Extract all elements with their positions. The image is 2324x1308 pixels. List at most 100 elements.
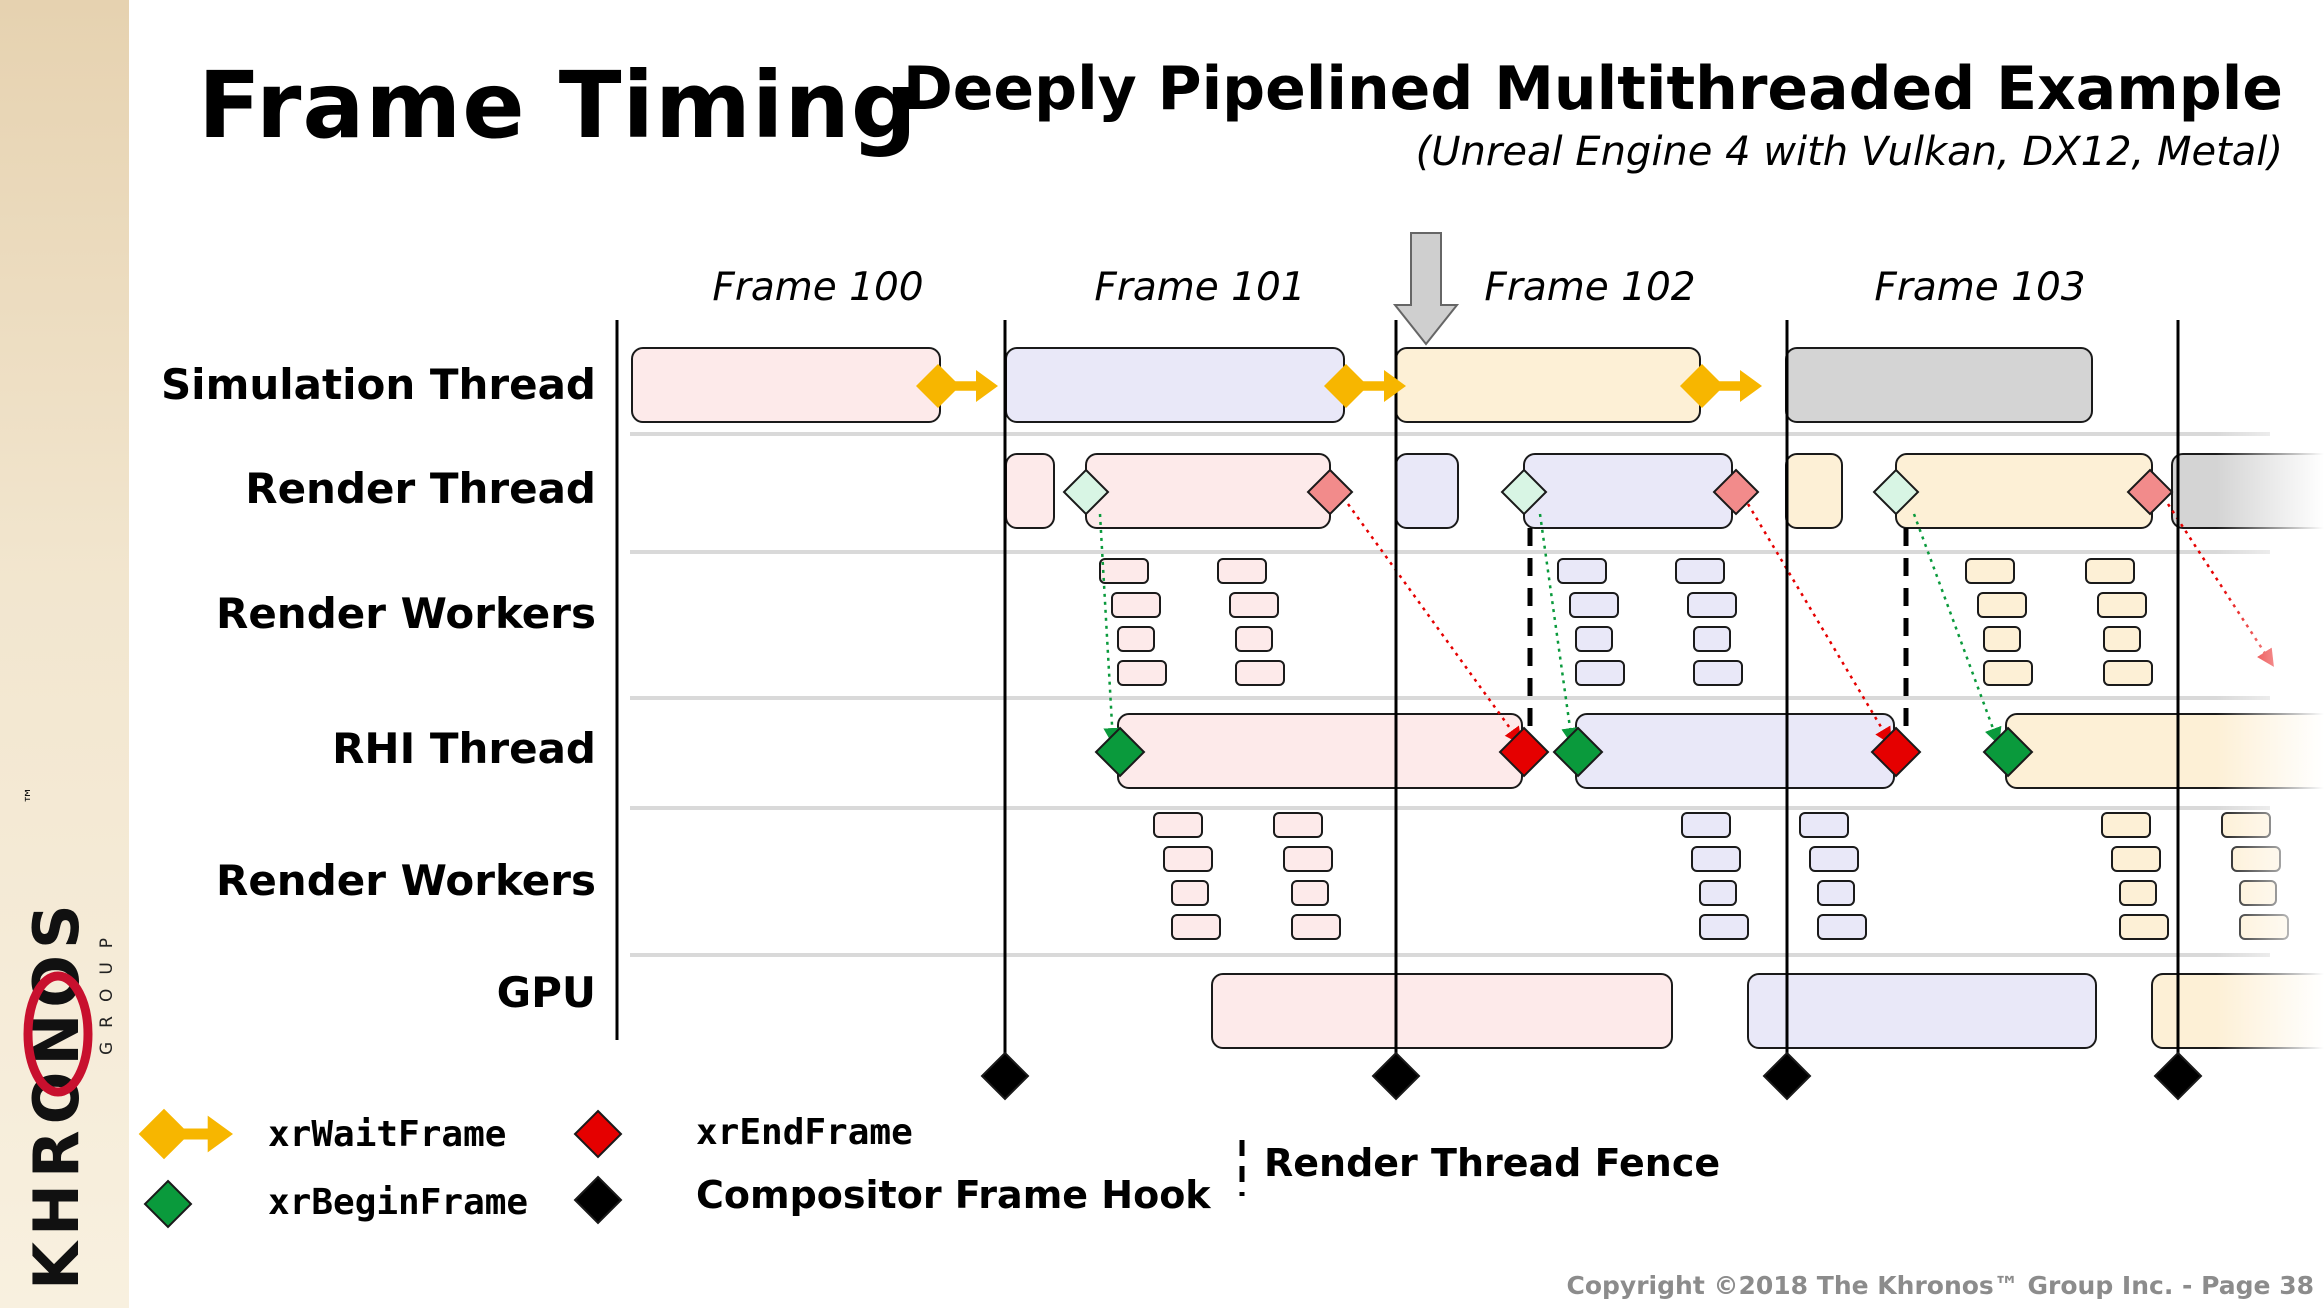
worker-task-bar bbox=[1569, 592, 1619, 618]
compositor-hook-marker bbox=[1371, 1051, 1421, 1101]
worker-task-bar bbox=[1809, 846, 1859, 872]
worker-task-bar bbox=[1229, 592, 1279, 618]
render-bar-stub-100 bbox=[1005, 453, 1055, 529]
begin-frame-dependency-arrow bbox=[1912, 513, 2002, 746]
rhi-bar-frame-101 bbox=[1575, 713, 1895, 789]
worker-task-bar bbox=[1691, 846, 1741, 872]
row-label-gpu: GPU bbox=[497, 968, 596, 1017]
render-bar-frame-100 bbox=[1085, 453, 1331, 529]
sim-bar-frame-100 bbox=[631, 347, 941, 423]
gpu-bar-frame-100 bbox=[1211, 973, 1673, 1049]
worker-task-bar bbox=[2103, 660, 2153, 686]
end-frame-light-marker bbox=[1306, 468, 1354, 516]
frame-label-103: Frame 103 bbox=[1874, 265, 2085, 310]
dependency-arrows bbox=[1098, 503, 2274, 746]
worker-task-bar bbox=[1977, 592, 2027, 618]
worker-task-bar bbox=[1675, 558, 1725, 584]
worker-task-bar bbox=[1699, 880, 1737, 906]
legend-end-frame-label: xrEndFrame bbox=[696, 1112, 913, 1153]
worker-task-bar bbox=[1817, 914, 1867, 940]
worker-task-bar bbox=[1171, 880, 1209, 906]
sim-bar-frame-101 bbox=[1005, 347, 1345, 423]
worker-task-bar bbox=[1171, 914, 1221, 940]
worker-task-bar bbox=[1283, 846, 1333, 872]
row-label-rhi-thread: RHI Thread bbox=[332, 724, 596, 773]
render-bar-stub-102 bbox=[1785, 453, 1843, 529]
worker-task-bar bbox=[1273, 812, 1323, 838]
worker-task-bar bbox=[1099, 558, 1149, 584]
worker-task-bar bbox=[1693, 660, 1743, 686]
worker-task-bar bbox=[1153, 812, 1203, 838]
worker-task-bar bbox=[1235, 626, 1273, 652]
legend-wait-frame-icon bbox=[138, 1108, 233, 1160]
legend: xrWaitFrame xrBeginFrame xrEndFrameComposi… bbox=[138, 1108, 1720, 1229]
worker-task-bar bbox=[1799, 812, 1849, 838]
sim-bar-frame-102 bbox=[1395, 347, 1701, 423]
frame-label-102: Frame 102 bbox=[1484, 265, 1695, 310]
legend-end-frame-icon bbox=[573, 1109, 623, 1159]
worker-task-bar bbox=[1217, 558, 1267, 584]
worker-task-bar bbox=[1817, 880, 1855, 906]
worker-task-bar bbox=[1235, 660, 1285, 686]
row-label-simulation-thread: Simulation Thread bbox=[161, 360, 596, 409]
page-subtitle-note: (Unreal Engine 4 with Vulkan, DX12, Meta… bbox=[1415, 129, 2283, 175]
page-title: Frame Timing bbox=[198, 52, 918, 159]
legend-hook-label: Compositor Frame Hook bbox=[696, 1173, 1211, 1217]
row-label-render-workers: Render Workers bbox=[216, 856, 596, 905]
worker-task-bar bbox=[1681, 812, 1731, 838]
render-bar-stub-101 bbox=[1395, 453, 1459, 529]
down-arrow-icon bbox=[1392, 232, 1460, 346]
row-label-render-workers: Render Workers bbox=[216, 589, 596, 638]
worker-task-bar bbox=[1983, 660, 2033, 686]
worker-task-bar bbox=[1687, 592, 1737, 618]
khronos-logo: KHRONOS GROUP ™ bbox=[20, 786, 117, 1290]
render-bar-frame-102 bbox=[1895, 453, 2153, 529]
legend-wait-frame-label: xrWaitFrame bbox=[268, 1114, 506, 1155]
end-frame-dependency-arrow bbox=[1746, 503, 1892, 746]
worker-task-bar bbox=[1111, 592, 1161, 618]
worker-task-bar bbox=[2101, 812, 2151, 838]
copyright-footer: Copyright ©2018 The Khronos™ Group Inc. … bbox=[1566, 1271, 2314, 1300]
wait-frame-marker bbox=[916, 364, 998, 408]
worker-task-bar bbox=[2119, 914, 2169, 940]
begin-frame-light-marker bbox=[1062, 468, 1110, 516]
begin-frame-marker bbox=[1982, 726, 2034, 778]
worker-task-bar bbox=[1117, 660, 1167, 686]
begin-frame-dependency-arrow bbox=[1098, 513, 1121, 746]
frame-label-101: Frame 101 bbox=[1094, 265, 1305, 310]
rhi-bar-frame-100 bbox=[1117, 713, 1523, 789]
compositor-hook-marker bbox=[980, 1051, 1030, 1101]
begin-frame-light-marker bbox=[1500, 468, 1548, 516]
end-frame-light-marker bbox=[2126, 468, 2174, 516]
begin-frame-dependency-arrow bbox=[1538, 513, 1579, 746]
worker-task-bar bbox=[1117, 626, 1155, 652]
worker-task-bar bbox=[2085, 558, 2135, 584]
gpu-bar-frame-101 bbox=[1747, 973, 2097, 1049]
event-markers bbox=[916, 232, 2203, 1101]
frame-boundaries bbox=[615, 320, 2180, 1070]
right-edge-fade bbox=[2216, 420, 2324, 1080]
worker-task-bar bbox=[1965, 558, 2015, 584]
worker-task-bar bbox=[2103, 626, 2141, 652]
timeline-bars bbox=[631, 347, 2324, 1049]
end-frame-light-marker bbox=[1712, 468, 1760, 516]
row-label-render-thread: Render Thread bbox=[245, 464, 596, 513]
compositor-hook-marker bbox=[1762, 1051, 1812, 1101]
khronos-tagline: GROUP bbox=[97, 924, 117, 1055]
worker-task-bar bbox=[1983, 626, 2021, 652]
legend-begin-frame-label: xrBeginFrame bbox=[268, 1182, 528, 1223]
worker-task-bar bbox=[1291, 914, 1341, 940]
render-bar-frame-101 bbox=[1523, 453, 1733, 529]
khronos-swoosh-icon bbox=[23, 971, 93, 1097]
frame-label-100: Frame 100 bbox=[712, 265, 923, 310]
legend-hook-icon bbox=[573, 1175, 623, 1225]
worker-task-bar bbox=[2097, 592, 2147, 618]
worker-task-bar bbox=[2119, 880, 2157, 906]
trademark-mark: ™ bbox=[22, 786, 43, 804]
end-frame-marker bbox=[1498, 726, 1550, 778]
worker-task-bar bbox=[1575, 660, 1625, 686]
legend-begin-frame-icon bbox=[143, 1179, 193, 1229]
worker-task-bar bbox=[1291, 880, 1329, 906]
